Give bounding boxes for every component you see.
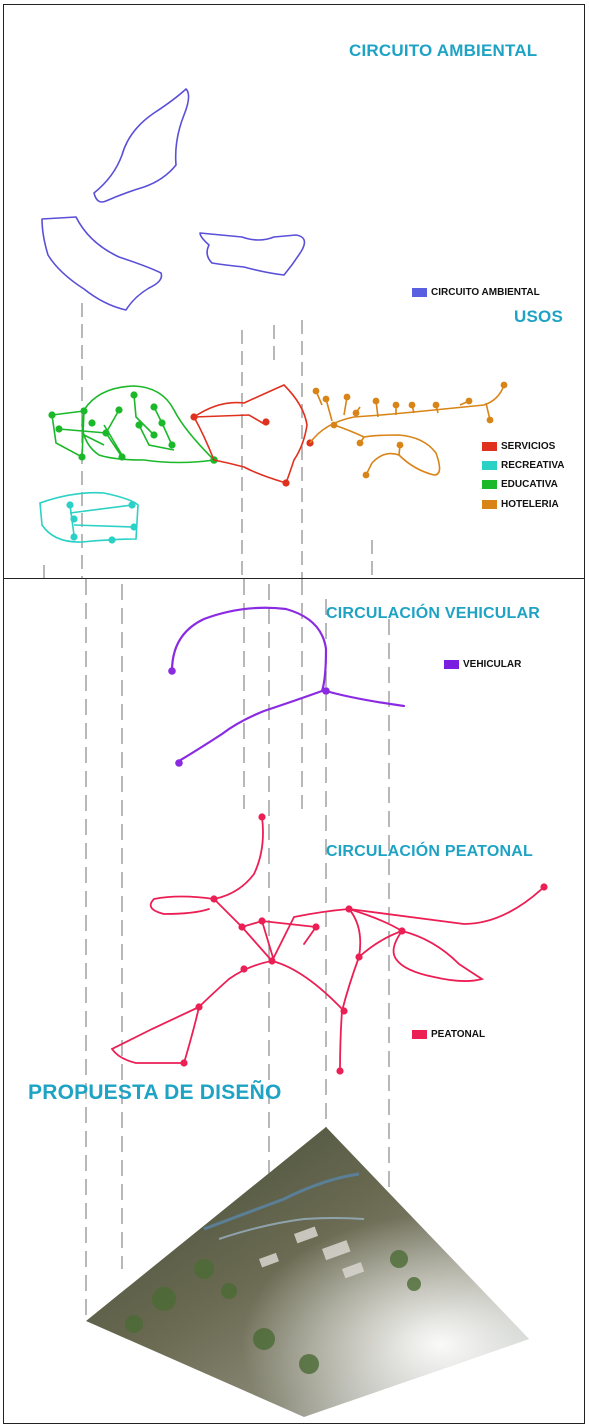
recreativa-loop [39, 491, 139, 543]
legend-vehicular: VEHICULAR [444, 659, 521, 670]
legend-swatch-peatonal [412, 1030, 427, 1039]
title-propuesta-diseno: PROPUESTA DE DISEÑO [28, 1081, 282, 1104]
legend-label-ambiental: CIRCUITO AMBIENTAL [431, 287, 540, 298]
legend-hoteleria: HOTELERIA [482, 499, 559, 510]
guide-lines-top [43, 303, 373, 578]
hoteleria-branches [315, 390, 491, 456]
terrain-path [218, 1217, 365, 1240]
title-circuito-ambiental: CIRCUITO AMBIENTAL [349, 41, 538, 60]
recreativa-links [69, 504, 135, 536]
legend-recreativa: RECREATIVA [482, 460, 565, 471]
ambiental-shape-2 [41, 216, 163, 311]
peatonal-route-3 [339, 908, 362, 1072]
legend-swatch-recreativa [482, 461, 497, 470]
ambiental-shape-1 [93, 88, 190, 203]
vehicular-network [170, 606, 406, 763]
educativa-block [51, 410, 85, 459]
peatonal-route-1 [149, 816, 264, 915]
vehicular-route-branch [324, 689, 406, 708]
hoteleria-network [309, 384, 505, 476]
title-circulacion-vehicular: CIRCULACIÓN VEHICULAR [326, 605, 540, 622]
legend-label-vehicular: VEHICULAR [463, 659, 522, 670]
servicios-loop [192, 384, 308, 484]
bottom-diagram [85, 579, 548, 1417]
top-diagram [39, 88, 508, 578]
vehicular-nodes [168, 667, 330, 767]
peatonal-nodes [180, 813, 548, 1075]
servicios-nodes [190, 413, 314, 487]
peatonal-route-4 [110, 960, 273, 1064]
terrain-buildings [259, 1226, 365, 1279]
peatonal-route-5 [271, 960, 345, 1012]
peatonal-route-2 [213, 886, 545, 963]
servicios-network [192, 384, 308, 484]
legend-swatch-ambiental [412, 288, 427, 297]
legend-swatch-servicios [482, 442, 497, 451]
legend-swatch-vehicular [444, 660, 459, 669]
terrain-render [86, 1127, 529, 1417]
legend-label-peatonal: PEATONAL [431, 1029, 486, 1040]
terrain-fog [86, 1127, 529, 1417]
legend-label-recreativa: RECREATIVA [501, 460, 565, 471]
circuito-ambiental-shapes [41, 88, 306, 311]
legend-label-servicios: SERVICIOS [501, 441, 556, 452]
legend-swatch-educativa [482, 480, 497, 489]
panel-circuito-usos: CIRCUITO AMBIENTAL [3, 4, 585, 579]
hoteleria-spine [309, 384, 505, 444]
legend-swatch-hoteleria [482, 500, 497, 509]
recreativa-network [39, 491, 139, 543]
ambiental-shape-3 [199, 232, 306, 276]
terrain-vegetation [125, 1250, 421, 1374]
hoteleria-nodes [312, 381, 508, 479]
peatonal-links [241, 920, 317, 962]
vehicular-route-main [170, 606, 328, 763]
panel-circulacion-propuesta: CIRCULACIÓN VEHICULAR VEHICULAR CIRCULAC… [3, 578, 585, 1424]
educativa-loop [81, 385, 216, 464]
title-usos: USOS [514, 307, 563, 326]
title-circulacion-peatonal: CIRCULACIÓN PEATONAL [326, 843, 533, 860]
legend-label-educativa: EDUCATIVA [501, 479, 558, 490]
hoteleria-loop [333, 424, 441, 476]
educativa-nodes [48, 391, 218, 464]
legend-educativa: EDUCATIVA [482, 479, 558, 490]
recreativa-nodes [66, 501, 138, 544]
peatonal-loop [348, 908, 485, 982]
servicios-spur [193, 414, 267, 426]
legend-servicios: SERVICIOS [482, 441, 555, 452]
legend-circuito-ambiental: CIRCUITO AMBIENTAL [412, 287, 540, 298]
legend-label-hoteleria: HOTELERIA [501, 499, 559, 510]
legend-peatonal: PEATONAL [412, 1029, 485, 1040]
guide-lines-bottom [85, 579, 390, 1319]
terrain-road [203, 1172, 360, 1231]
